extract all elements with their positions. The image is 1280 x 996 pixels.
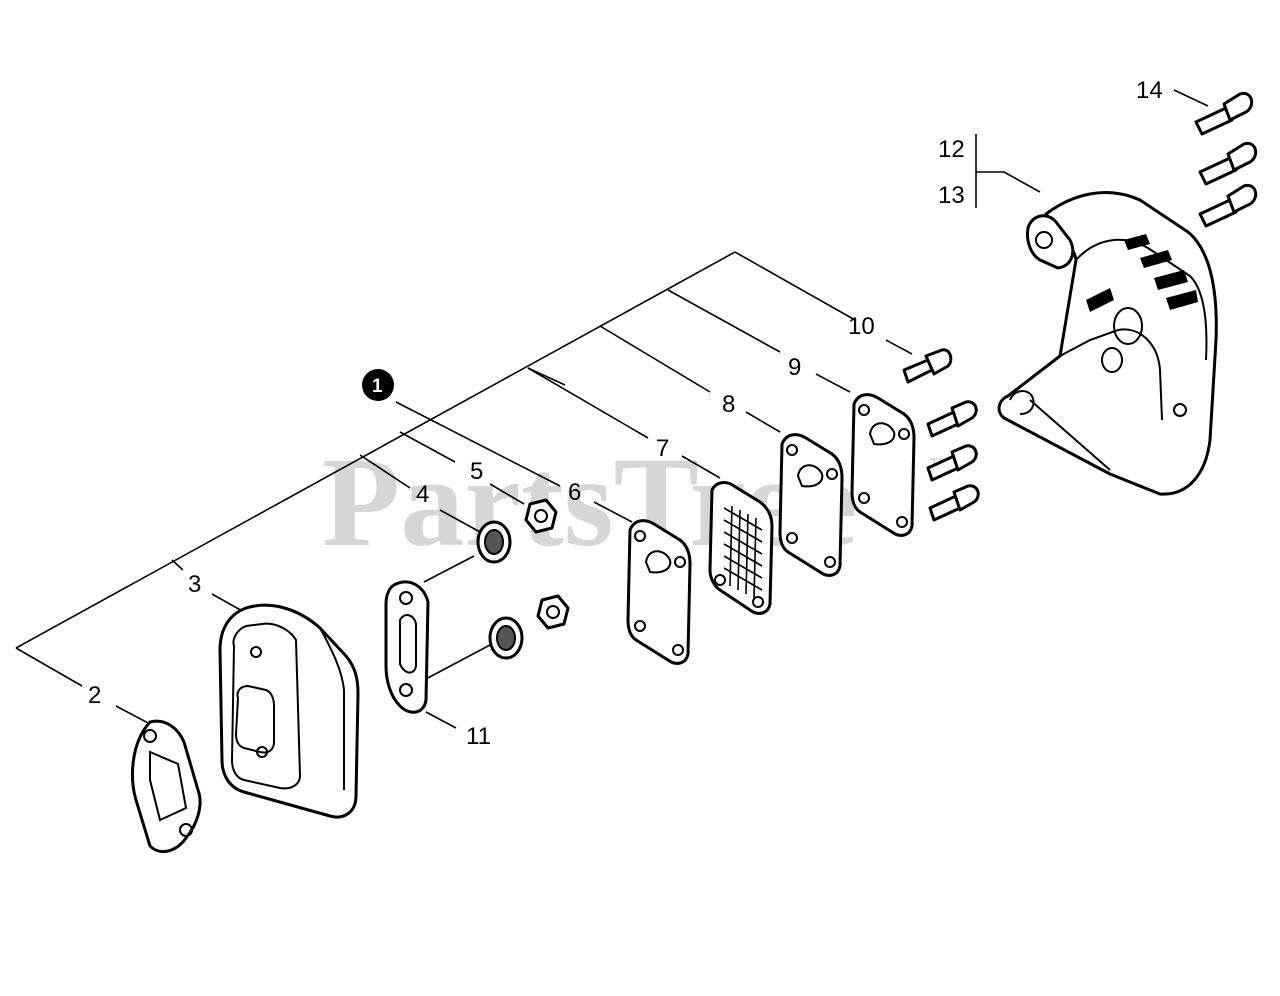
label-part-8: 8 <box>722 391 735 418</box>
part-10-bolt-2 <box>926 400 978 438</box>
label-part-11: 11 <box>466 723 491 750</box>
part-10-bolt-1 <box>902 348 953 384</box>
label-part-7: 7 <box>656 435 669 462</box>
part-7-spark-screen <box>708 481 774 615</box>
part-4-washer-upper <box>476 520 512 564</box>
label-part-14: 14 <box>1136 77 1163 104</box>
part-5-nut-upper <box>524 498 558 534</box>
part-3-muffler-body <box>218 603 360 819</box>
part-12-13-muffler-cover <box>997 191 1218 496</box>
label-part-5: 5 <box>470 458 483 485</box>
part-14-screw-2 <box>1198 141 1258 186</box>
label-part-6: 6 <box>568 479 581 506</box>
label-part-13: 13 <box>938 182 965 209</box>
label-part-10: 10 <box>848 313 875 340</box>
part-6-gasket-plate <box>626 519 692 665</box>
label-part-9: 9 <box>788 354 801 381</box>
part-5-nut-lower <box>536 594 570 630</box>
label-part-2: 2 <box>88 682 101 709</box>
label-part-3: 3 <box>188 571 201 598</box>
part-11-slot-gasket <box>384 580 430 714</box>
part-10-bolt-4 <box>928 484 980 522</box>
callout-1-number: 1 <box>372 376 383 397</box>
callout-1-assembly: 1 <box>362 369 394 401</box>
part-2-gasket <box>131 719 202 854</box>
part-14-screw-3 <box>1198 183 1258 228</box>
part-4-washer-lower <box>488 616 524 660</box>
part-9-gasket-plate <box>850 393 916 537</box>
part-14-screw-1 <box>1194 91 1254 136</box>
label-part-12: 12 <box>938 136 965 163</box>
label-part-4: 4 <box>416 481 429 508</box>
part-8-gasket-plate <box>778 433 844 577</box>
leader-lines <box>15 89 1209 729</box>
part-10-bolt-3 <box>926 444 978 482</box>
watermark-text: PartsTree <box>322 431 857 573</box>
